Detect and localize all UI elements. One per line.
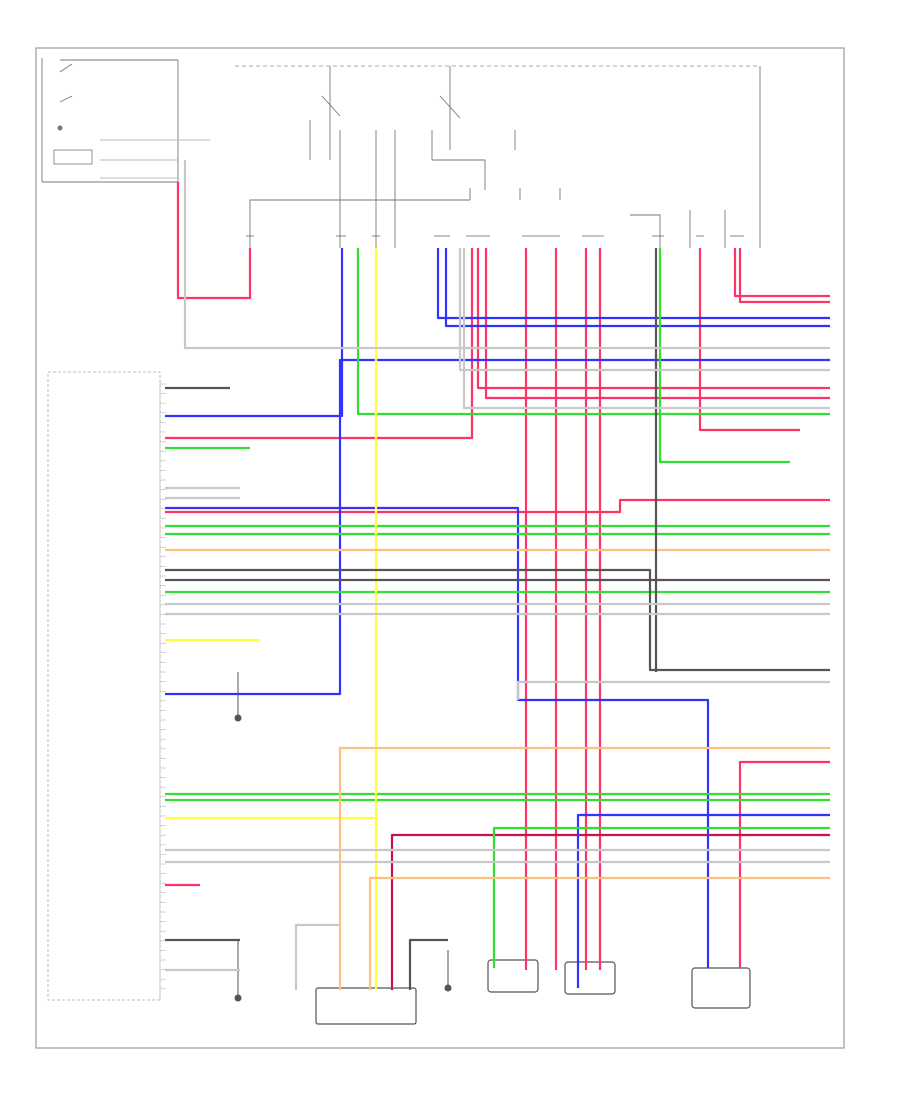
wire-red-top-right-3 <box>698 248 800 432</box>
top-relay-section <box>235 65 761 248</box>
wire-red-fuel-pump <box>176 182 252 300</box>
wire-black-ecm-1 <box>165 568 830 672</box>
diagram-frame <box>35 47 845 1049</box>
wire-red-top-right-1 <box>733 248 830 298</box>
bottom-connector-2 <box>487 959 539 993</box>
wire-grey-bottom <box>294 923 340 990</box>
bottom-connector-4 <box>691 967 751 1009</box>
wire-red-top-right-2 <box>738 248 830 304</box>
ecm-pin-ticks <box>160 383 166 990</box>
wire-red-ecm-3 <box>484 248 830 400</box>
wire-green-bottom <box>492 826 830 968</box>
wire-red-right-descent <box>738 760 830 968</box>
wire-blue-top-1 <box>436 248 830 320</box>
wire-red-mid-right <box>165 498 830 514</box>
bottom-connector-1 <box>315 987 417 1025</box>
fuel-pump-relay-box <box>41 58 210 183</box>
wire-blue-mid <box>165 506 710 968</box>
wire-grey-right-2 <box>462 248 830 410</box>
wire-blue-bottom <box>576 813 830 988</box>
wire-grey-fuel-sender <box>183 160 830 350</box>
wire-red-ecm-2 <box>476 248 830 390</box>
bottom-connector-3 <box>564 961 616 995</box>
wire-orange-bottom-2 <box>368 876 830 990</box>
ecm-connector <box>47 371 161 1001</box>
wire-green-top-2 <box>658 248 790 464</box>
wire-black-bottom-conn <box>408 938 448 990</box>
wire-blue-ecm-upper <box>165 248 344 418</box>
wire-grey-right-1 <box>458 248 830 372</box>
wire-dark-red-bottom <box>390 833 830 990</box>
wire-blue-top-2 <box>444 248 830 328</box>
wire-grey-right-3 <box>516 680 830 700</box>
bottom-connectors <box>315 959 751 1025</box>
wire-group <box>165 160 830 990</box>
wire-orange-bottom-1 <box>338 746 830 990</box>
wire-green-top-1 <box>356 248 830 416</box>
wire-red-ecm-1 <box>165 248 474 440</box>
ground-symbols <box>234 672 452 1002</box>
